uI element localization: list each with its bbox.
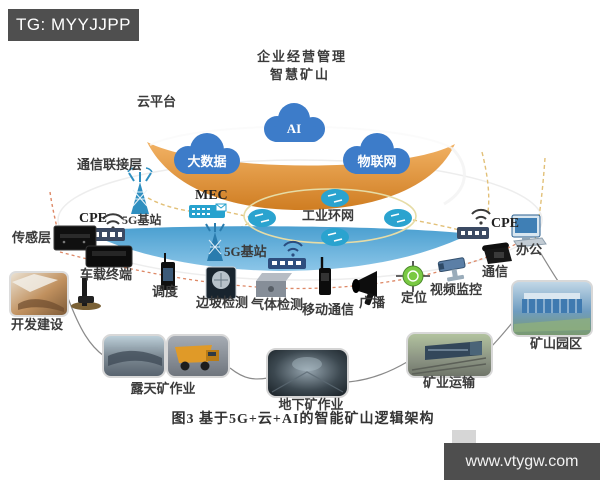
industrial-ring-network [243, 188, 417, 246]
access-network-band [85, 226, 470, 271]
mine-train-photo [406, 332, 493, 378]
label-cpe-right: CPE [491, 216, 519, 231]
website-watermark-badge: www.vtygw.com [444, 443, 600, 480]
label-mobile-comm: 移动通信 [302, 302, 355, 317]
label-telephone: 通信 [482, 264, 509, 279]
label-iot: 物联网 [357, 154, 397, 169]
router-icon [248, 209, 276, 227]
diagram-title-line2: 智慧矿山 [269, 67, 331, 82]
gas-detector-icon [256, 273, 292, 297]
5g-tower-icon [205, 223, 225, 261]
label-comm-layer: 通信联接层 [77, 157, 143, 172]
mining-truck-photo [166, 334, 230, 378]
router-icon [321, 228, 349, 246]
wifi-icon [471, 208, 491, 225]
router-icon [321, 189, 349, 207]
drill-rig-icon [71, 278, 101, 310]
switch-icon [457, 227, 489, 239]
bigdata-cloud-icon [174, 133, 240, 174]
dispatch-phone-icon [161, 253, 175, 290]
label-positioning: 定位 [401, 290, 428, 305]
label-vehicle-terminal: 车载终端 [80, 267, 133, 282]
slope-detection-icon [205, 266, 237, 300]
label-industrial-ring: 工业环网 [301, 208, 355, 223]
positioning-crosshair-icon [396, 261, 430, 292]
tg-watermark-badge: TG: MYYJJPP [8, 9, 139, 41]
loudspeaker-icon [352, 271, 377, 306]
ai-cloud-icon [264, 103, 325, 142]
desk-phone-icon [482, 242, 512, 264]
label-cloud-platform-layer: 云平台 [137, 94, 177, 109]
label-sensor-layer: 传感层 [12, 230, 52, 245]
vehicle-terminal-icon [85, 245, 133, 268]
office-computer-icon [511, 214, 547, 248]
open-pit-photo [102, 334, 166, 378]
5g-tower-icon [127, 167, 153, 214]
label-office: 办公 [516, 242, 543, 257]
diagram-title-line1: 企业经营管理 [256, 49, 348, 64]
wifi-icon [283, 240, 303, 257]
label-underground: 地下矿作业 [278, 397, 344, 412]
label-mine-park: 矿山园区 [529, 336, 583, 351]
figure-caption: 图3 基于5G+云+AI的智能矿山逻辑架构 [171, 412, 435, 427]
label-gas-detection: 气体检测 [251, 297, 304, 312]
label-development: 开发建设 [11, 317, 64, 332]
label-transport: 矿业运输 [422, 375, 476, 390]
device-chain-dashed-line [59, 239, 525, 290]
sensor-device-icon [53, 225, 97, 251]
router-icon [384, 209, 412, 227]
cctv-camera-icon [437, 257, 466, 282]
mine-park-photo [511, 280, 593, 337]
label-bigdata: 大数据 [187, 154, 227, 169]
iot-cloud-icon [343, 133, 410, 174]
walkie-talkie-icon [319, 257, 331, 295]
label-broadcast: 广播 [359, 295, 386, 310]
label-cpe-left: CPE [79, 211, 107, 226]
label-5g-bs-left: 5G基站 [122, 213, 162, 227]
mec-server-icon [189, 203, 227, 218]
label-5g-bs-center: 5G基站 [224, 244, 267, 259]
label-slope-detection: 边坡检测 [196, 295, 249, 310]
label-mec: MEC [195, 188, 228, 203]
label-dispatch: 调度 [152, 284, 179, 299]
comm-layer-ellipse [57, 159, 543, 281]
label-ai: AI [286, 121, 302, 136]
underground-tunnel-photo [266, 348, 349, 398]
label-open-pit: 露天矿作业 [130, 381, 196, 396]
label-video-surveillance: 视频监控 [430, 282, 483, 297]
switch-icon [268, 258, 306, 269]
watermark-small-square [452, 430, 476, 443]
development-terrain-photo [9, 271, 69, 317]
